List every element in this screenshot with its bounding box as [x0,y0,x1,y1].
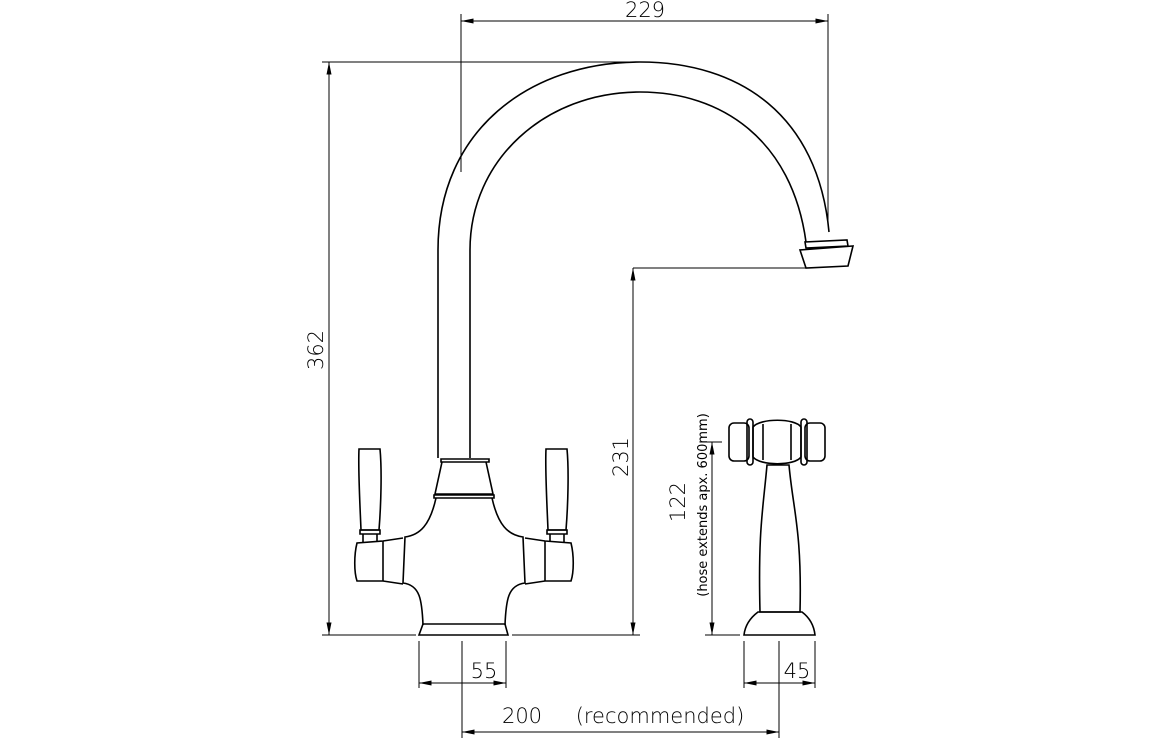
dimension-200: 200 (recommended) [461,641,780,738]
dimension-45: 45 [743,641,816,688]
dimension-55: 55 [418,641,507,688]
side-rinse-spray [728,418,826,636]
dimension-label: 229 [625,0,665,22]
mixer-tap [353,61,855,636]
hose-note: (hose extends apx. 600mm) [696,413,711,597]
dimension-label: 231 [609,437,633,477]
dimension-label: 362 [304,330,328,370]
dimension-label: 122 [666,482,690,522]
dimension-label: 200 [502,704,542,728]
dimension-122: 122 (hose extends apx. 600mm) [666,413,740,636]
dimension-229: 229 [460,0,829,222]
dimension-label: 45 [784,659,811,683]
dimension-label: 55 [471,659,498,683]
left-lever-handle [357,448,382,542]
dimension-231: 231 [512,267,806,636]
right-lever-handle [544,448,569,542]
spout-inner [469,91,807,458]
tap-body [353,458,575,636]
dimension-362: 362 [304,61,640,636]
dimension-note: (recommended) [576,704,745,728]
spout-nozzle [798,239,855,269]
